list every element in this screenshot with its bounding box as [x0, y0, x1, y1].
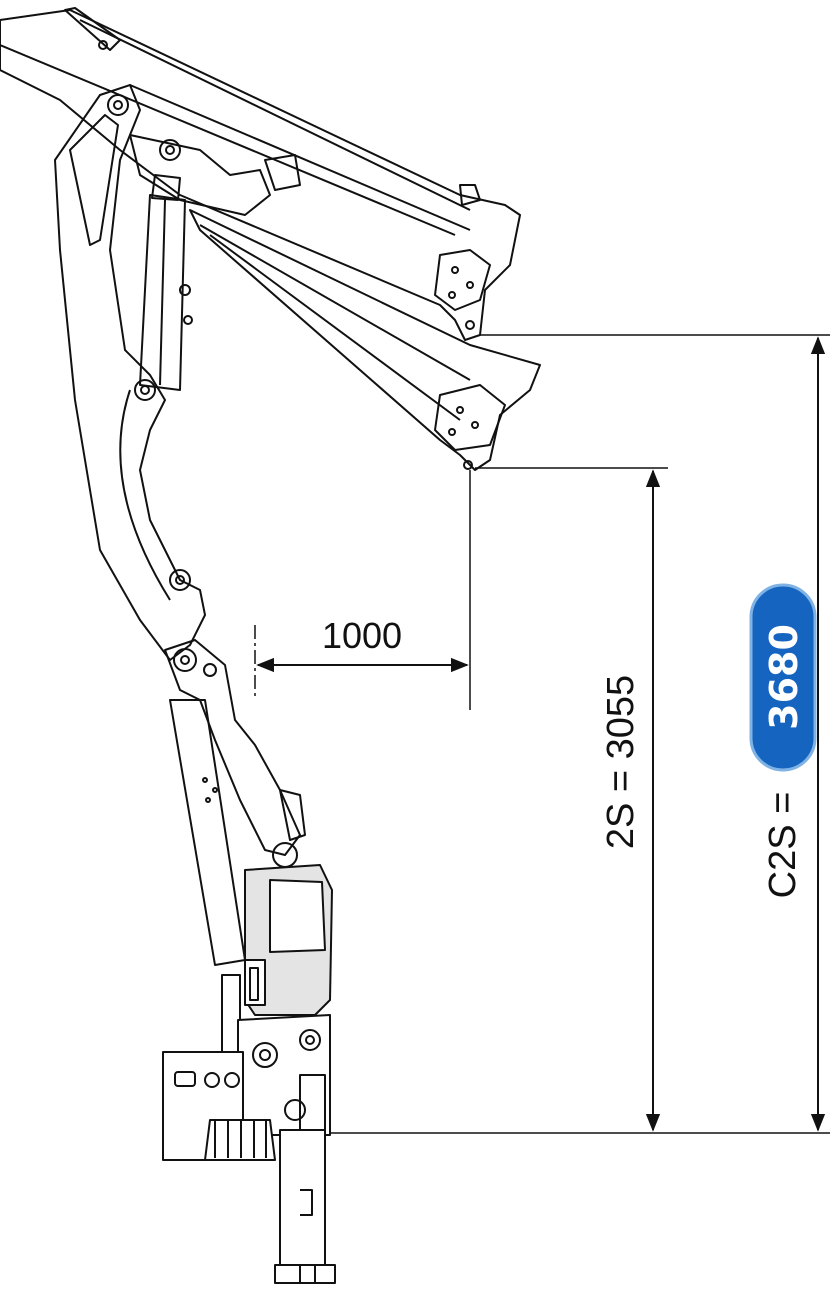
lift-c2s-value: 3680 — [762, 624, 806, 730]
lift-c2s-badge-shape — [749, 583, 817, 772]
lift-c2s-label: C2S = — [762, 792, 804, 899]
upper-boom — [0, 7, 521, 341]
outer-arm — [54, 84, 206, 661]
dimension-lines — [254, 334, 830, 1134]
lift-2s-label: 2S = 3055 — [600, 675, 642, 849]
main-cylinder — [139, 174, 193, 391]
lower-boom — [189, 209, 541, 471]
reach-label: 1000 — [322, 615, 402, 656]
crane-drawing — [0, 7, 541, 1284]
lift-c2s-badge: 3680 — [749, 583, 817, 772]
crane-base — [162, 842, 336, 1284]
